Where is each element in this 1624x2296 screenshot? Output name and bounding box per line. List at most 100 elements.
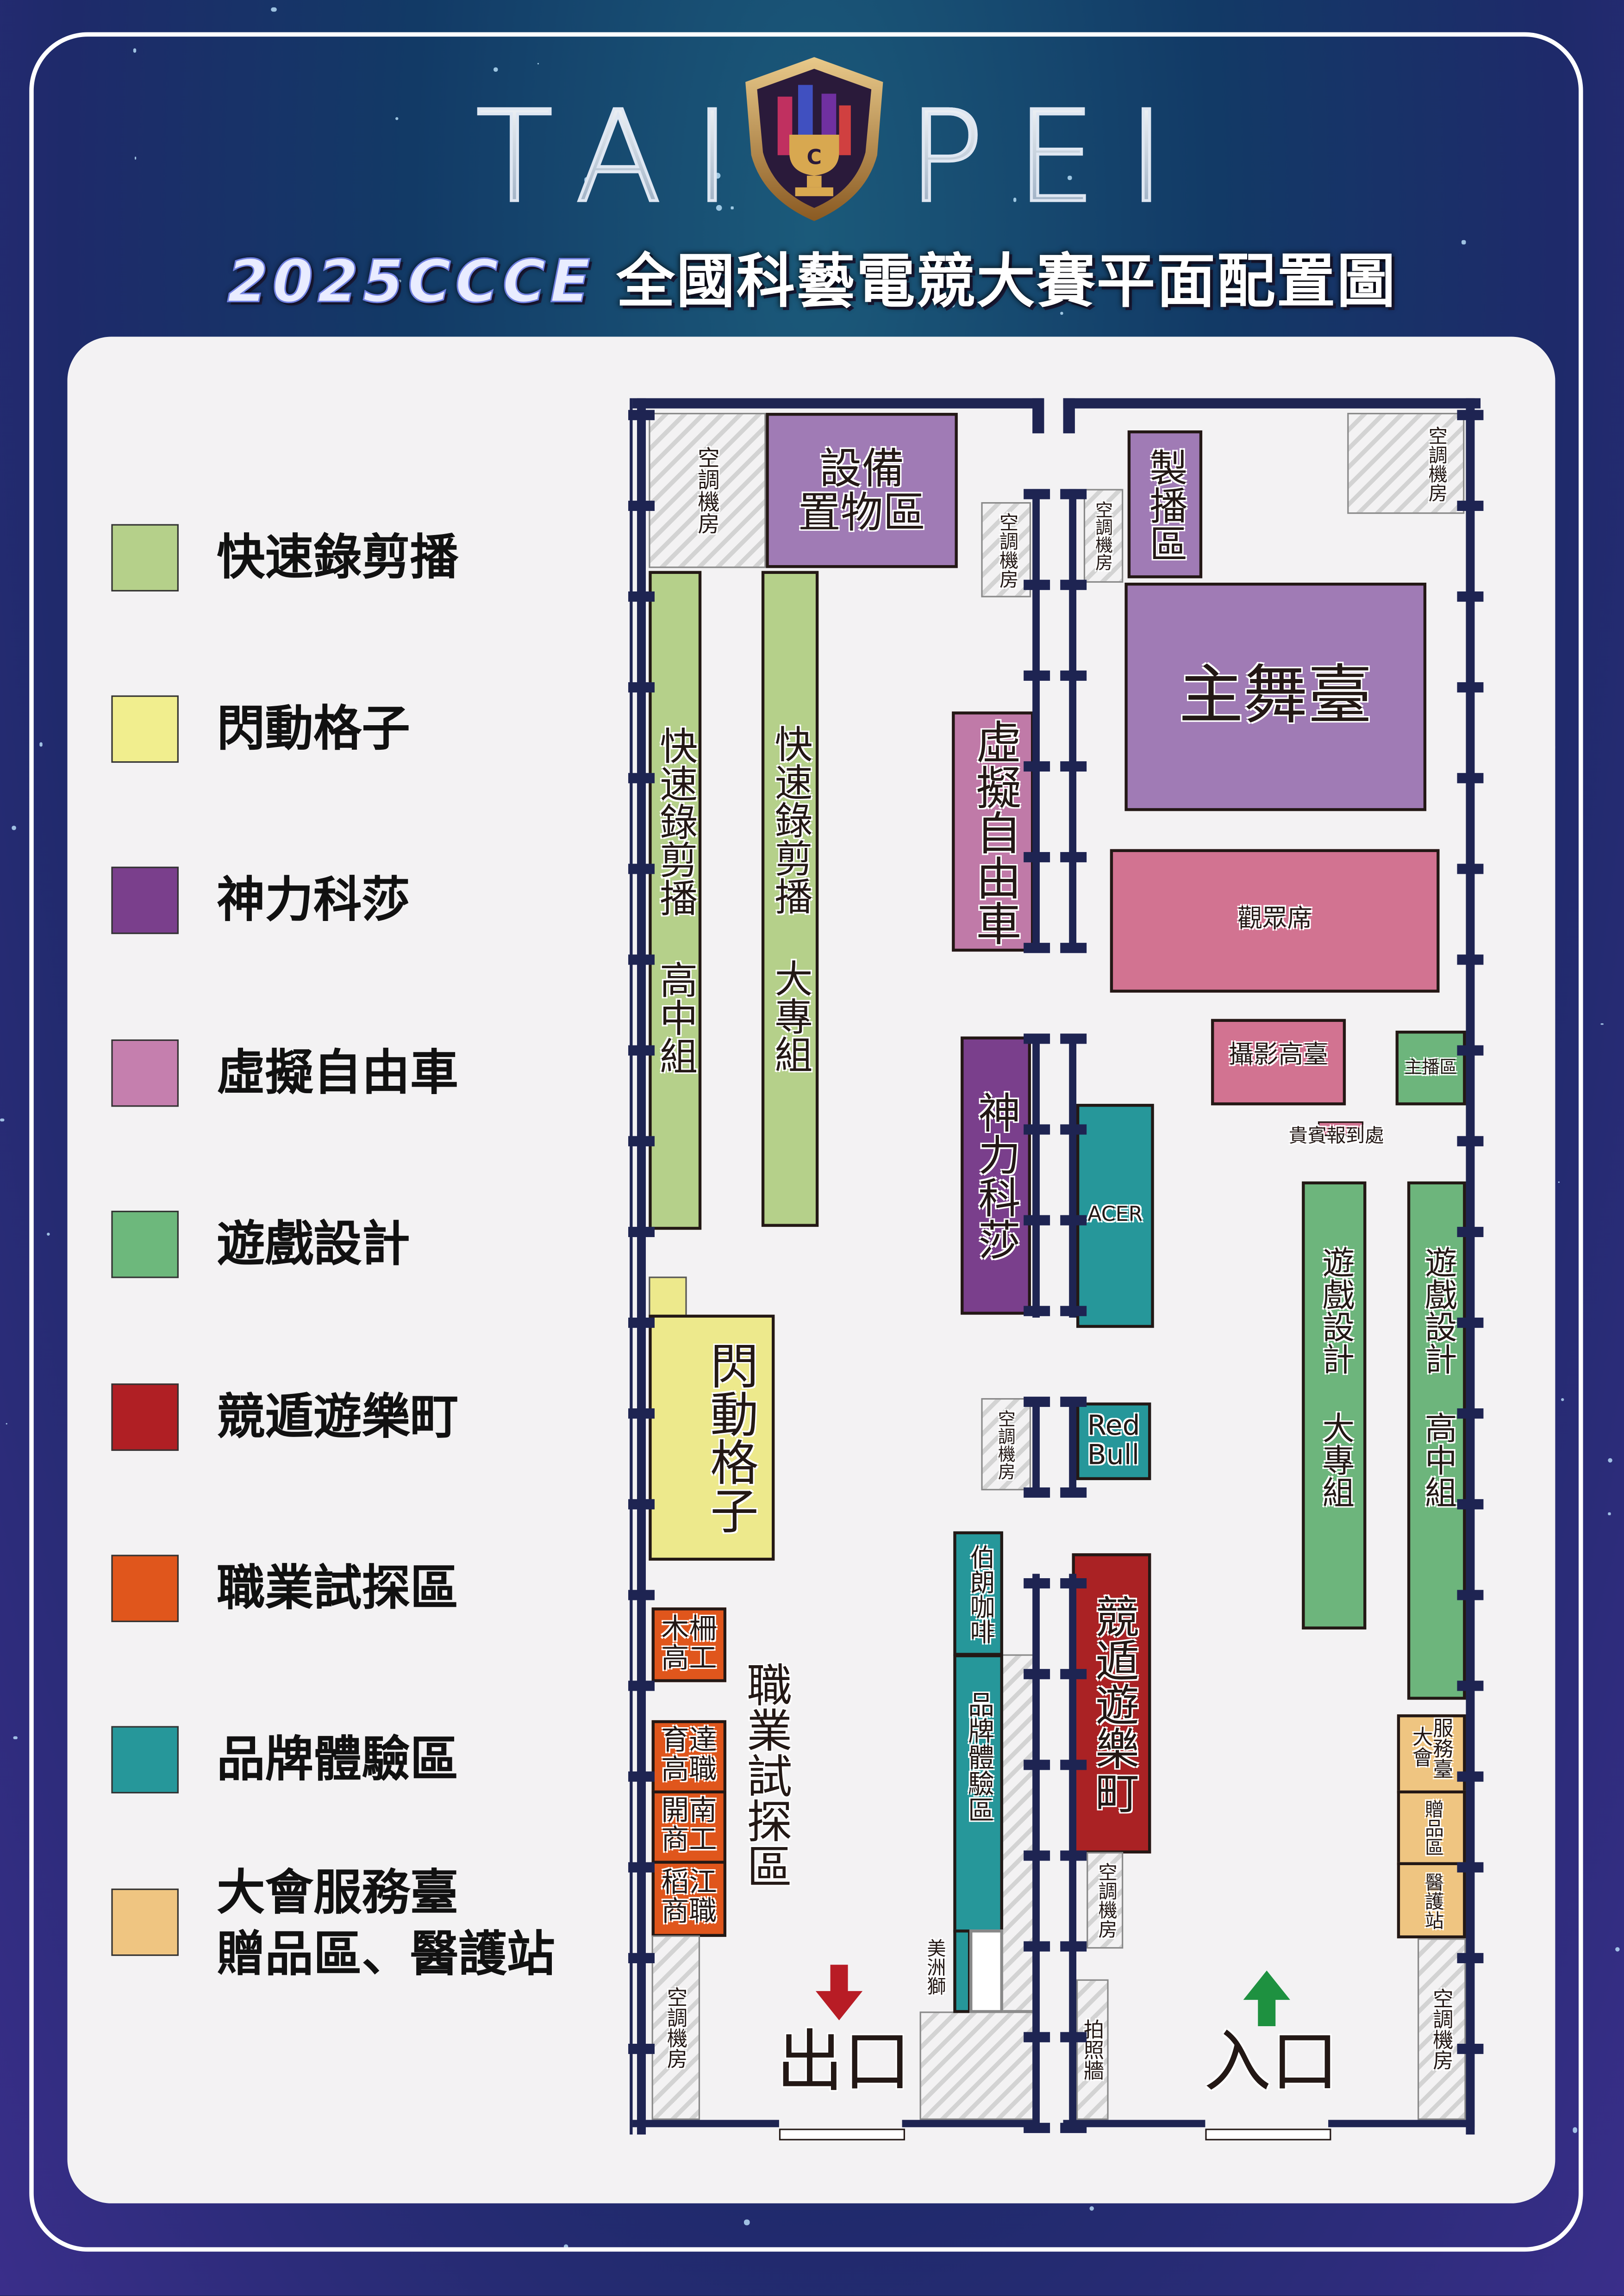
wall-post (1457, 1317, 1484, 1328)
wall-post (1024, 670, 1050, 681)
wall (902, 2120, 1037, 2128)
star-decoration (1013, 198, 1017, 202)
star-decoration (537, 63, 539, 65)
wall-post (1457, 2043, 1484, 2054)
entrance-label: 入口 (1204, 2022, 1339, 2101)
star-decoration (1060, 312, 1063, 315)
legend-item: 職業試探區 (111, 1555, 458, 1622)
wall-post (1024, 2122, 1050, 2133)
wall-post (1060, 1396, 1087, 1407)
wall-post (1457, 1136, 1484, 1146)
wall-post (1060, 1941, 1087, 1952)
wall-post (1024, 1033, 1050, 1044)
legend-label-line: 大會服務臺 (217, 1863, 459, 1921)
legend-item: 虛擬自由車 (111, 1039, 458, 1107)
wall (632, 398, 1043, 409)
legend-item: 大會服務臺贈品區、醫護站 (111, 1864, 555, 1982)
equipment-storage-area: 設備置物區 (766, 413, 958, 568)
star-decoration (398, 280, 401, 283)
legend-swatch (111, 1726, 179, 1794)
legend-label: 閃動格子 (217, 700, 410, 757)
star-decoration (134, 157, 137, 160)
wall-post (628, 864, 655, 874)
esports-town-area: 競遁遊樂町 (1072, 1553, 1151, 1854)
legend-swatch (111, 1555, 179, 1622)
wall-post (1457, 1862, 1484, 1873)
yuda-label: 育達高職 (661, 1724, 717, 1786)
legend-label: 職業試探區 (217, 1559, 459, 1617)
wall (1063, 2120, 1206, 2128)
kainan-label: 開南商工 (661, 1795, 717, 1857)
wall-post (628, 773, 655, 784)
star-decoration (6, 1422, 8, 1425)
title-event-code: 2025CCCE (226, 248, 594, 317)
wall (1069, 1036, 1077, 1318)
wall-post (628, 1045, 655, 1056)
legend-item: 品牌體驗區 (111, 1726, 458, 1794)
wall-post (1457, 1045, 1484, 1056)
puma-booth-annex (969, 1929, 1003, 2013)
wall-post (1060, 1760, 1087, 1770)
wall-post (1060, 1215, 1087, 1226)
star-decoration (47, 1232, 50, 1235)
legend-label: 虛擬自由車 (217, 1044, 459, 1101)
star-decoration (1608, 1512, 1611, 1515)
wall-post (1457, 1408, 1484, 1419)
star-decoration (395, 117, 399, 120)
logo-text-right: PEI (906, 83, 1198, 233)
wall-post (1060, 1306, 1087, 1316)
wall (1328, 2120, 1475, 2128)
legend-label: 大會服務臺贈品區、醫護站 (217, 1862, 555, 1985)
wall-post (1024, 1850, 1050, 1861)
legend-item: 閃動格子 (111, 695, 410, 763)
wall-post (1457, 954, 1484, 965)
wall-post (1024, 2032, 1050, 2042)
wall-post (1024, 1578, 1050, 1589)
daojiang-vocational-booth: 稻江商職 (651, 1860, 726, 1937)
ac-room: 空調機房 (1083, 489, 1124, 583)
poster-frame (29, 32, 1583, 2252)
assetto-corsa-area: 神力科莎 (961, 1036, 1031, 1315)
entrance-arrow-up-icon (1243, 1970, 1290, 2027)
legend-label: 神力科莎 (217, 871, 410, 928)
equipment-storage-label: 設備置物區 (798, 443, 926, 537)
wall-post (628, 591, 655, 602)
gift-area: 贈品區 (1397, 1790, 1466, 1866)
wall-post (1457, 1771, 1484, 1782)
wall-post (628, 410, 655, 420)
legend-label: 競遁遊樂町 (217, 1388, 459, 1445)
star-decoration (1607, 1458, 1613, 1463)
puma-booth (953, 1929, 971, 2013)
service-desk: 服務臺大會 (1397, 1714, 1466, 1794)
legend-item: 神力科莎 (111, 866, 410, 934)
legend-item: 快速錄剪播 (111, 524, 458, 591)
wall-post (1024, 1396, 1050, 1407)
star-decoration (1089, 2205, 1094, 2211)
wall-post (1457, 1680, 1484, 1691)
hatched-zone (919, 2011, 1034, 2120)
wall (1032, 398, 1044, 434)
star-decoration (1562, 1398, 1565, 1401)
wall-post (1060, 761, 1087, 772)
legend-swatch (111, 1211, 179, 1278)
wall-post (1457, 1499, 1484, 1510)
ac-room: 空調機房 (651, 1935, 700, 2120)
vip-checkin-label: 貴賓報到處 (1288, 1126, 1384, 1148)
legend-item: 競遁遊樂町 (111, 1383, 458, 1451)
entrance-door (1205, 2128, 1331, 2140)
fast-edit-high-school-area: 快速錄剪播 高中組 (649, 571, 702, 1230)
yuda-vocational-booth: 育達高職 (651, 1720, 726, 1794)
star-decoration (1615, 1947, 1621, 1953)
wall-post (1457, 410, 1484, 420)
wall-post (628, 1499, 655, 1510)
wall-post (1457, 773, 1484, 784)
wall-post (1060, 852, 1087, 863)
star-decoration (11, 826, 16, 830)
wall-post (1024, 1941, 1050, 1952)
wall-post (1060, 943, 1087, 953)
wall-post (1024, 1487, 1050, 1498)
game-design-college-area: 遊戲設計 大專組 (1302, 1181, 1367, 1630)
career-zone-label: 職業試探區 (738, 1661, 791, 1889)
brown-coffee-booth: 伯朗咖啡 (953, 1531, 1003, 1656)
ac-room: 空調機房 (1087, 1852, 1124, 1949)
